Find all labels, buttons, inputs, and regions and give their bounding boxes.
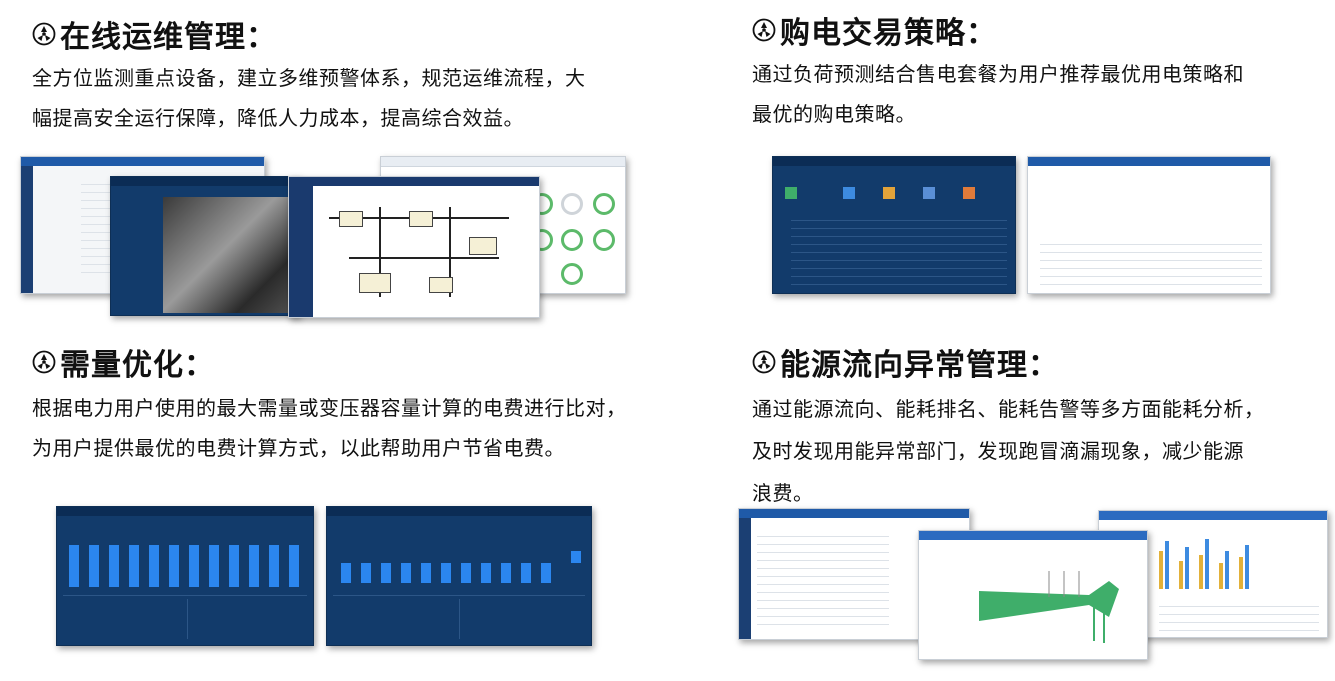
window-titlebar xyxy=(327,507,591,516)
screenshot-camera-view xyxy=(110,176,300,316)
window-titlebar xyxy=(1099,511,1327,520)
screenshot-flow-diagram xyxy=(288,176,540,318)
screenshot-demand-compare xyxy=(326,506,592,646)
table-rows xyxy=(757,529,889,633)
window-titlebar xyxy=(1028,157,1270,166)
window-titlebar xyxy=(289,177,539,186)
camera-image xyxy=(163,197,299,313)
screenshot-demand-bars xyxy=(56,506,314,646)
window-titlebar xyxy=(111,177,299,186)
section-title: 在线运维管理： xyxy=(32,14,586,55)
window-titlebar xyxy=(381,157,625,167)
section-power-purchase: 购电交易策略： 通过负荷预测结合售电套餐为用户推荐最优用电策略和 最优的购电策略… xyxy=(752,10,1244,134)
screenshot-energy-flow xyxy=(918,530,1148,660)
section-title: 购电交易策略： xyxy=(752,10,1244,51)
table-rows xyxy=(1159,599,1319,631)
window-titlebar xyxy=(919,531,1147,540)
trefoil-icon xyxy=(752,18,776,42)
screenshot-strategy-table xyxy=(1027,156,1271,294)
section-description: 通过负荷预测结合售电套餐为用户推荐最优用电策略和 最优的购电策略。 xyxy=(752,62,1244,126)
table-rows xyxy=(791,213,1007,287)
trefoil-icon xyxy=(32,22,56,46)
section-description: 根据电力用户使用的最大需量或变压器容量计算的电费进行比对， 为用户提供最优的电费… xyxy=(32,396,627,460)
trefoil-icon xyxy=(752,350,776,374)
window-sidebar xyxy=(21,166,33,293)
section-title: 需量优化： xyxy=(32,342,627,383)
section-energy-flow: 能源流向异常管理： 通过能源流向、能耗排名、能耗告警等多方面能耗分析， 及时发现… xyxy=(752,342,1265,514)
table-rows xyxy=(1040,237,1262,287)
section-description: 通过能源流向、能耗排名、能耗告警等多方面能耗分析， 及时发现用能异常部门，发现跑… xyxy=(752,397,1265,505)
section-demand-opt: 需量优化： 根据电力用户使用的最大需量或变压器容量计算的电费进行比对， 为用户提… xyxy=(32,342,627,468)
section-title: 能源流向异常管理： xyxy=(752,342,1265,383)
trefoil-icon xyxy=(32,350,56,374)
section-description: 全方位监测重点设备，建立多维预警体系，规范运维流程，大 幅提高安全运行保障，降低… xyxy=(32,66,586,130)
window-sidebar xyxy=(289,186,313,317)
window-titlebar xyxy=(739,509,969,518)
screenshot-strategy-dashboard xyxy=(772,156,1016,294)
window-sidebar xyxy=(739,518,751,639)
flow-funnel-graphic xyxy=(979,571,1119,643)
window-titlebar xyxy=(57,507,313,516)
window-titlebar xyxy=(21,157,264,166)
section-online-ops: 在线运维管理： 全方位监测重点设备，建立多维预警体系，规范运维流程，大 幅提高安… xyxy=(32,14,586,138)
window-titlebar xyxy=(773,157,1015,166)
